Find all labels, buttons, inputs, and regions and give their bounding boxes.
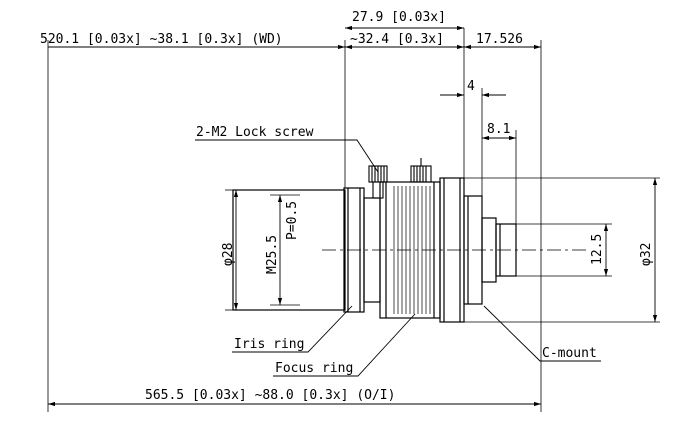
- leader-lines: [195, 139, 601, 377]
- mount-offset-label: 4: [467, 79, 475, 94]
- mount-thread-length-label: 8.1: [487, 122, 510, 137]
- focus-lock-screw: [410, 158, 432, 183]
- top-overall-label: 27.9 [0.03x]: [352, 10, 446, 25]
- top-range-label: ~32.4 [0.3x]: [350, 32, 444, 47]
- total-range-label: 565.5 [0.03x] ~88.0 [0.3x] (O/I): [145, 388, 395, 403]
- c-mount-leader: [483, 305, 601, 362]
- wd-range-label: 520.1 [0.03x] ~38.1 [0.3x] (WD): [40, 32, 283, 47]
- lock-screw-leader: [195, 139, 379, 173]
- iris-ring-leader: [232, 305, 353, 353]
- filter-pitch-label: P=0.5: [285, 201, 300, 240]
- focus-ring-callout: Focus ring: [275, 361, 353, 376]
- filter-thread-label: M25.5: [265, 235, 280, 274]
- focus-ring-leader: [273, 313, 416, 377]
- lock-screw-callout: 2-M2 Lock screw: [196, 125, 314, 140]
- iris-ring-callout: Iris ring: [234, 337, 304, 352]
- front-diameter-label: φ28: [221, 243, 236, 266]
- flange-length-label: 17.526: [476, 32, 523, 47]
- mount-diameter-label: 12.5: [590, 234, 605, 265]
- body-diameter-label: φ32: [639, 243, 654, 266]
- extension-lines: [47, 28, 660, 412]
- front-barrel: [232, 189, 346, 311]
- lock-screw-top: [368, 165, 388, 199]
- dimension-lines: [48, 25, 658, 407]
- c-mount-callout: C-mount: [542, 346, 597, 361]
